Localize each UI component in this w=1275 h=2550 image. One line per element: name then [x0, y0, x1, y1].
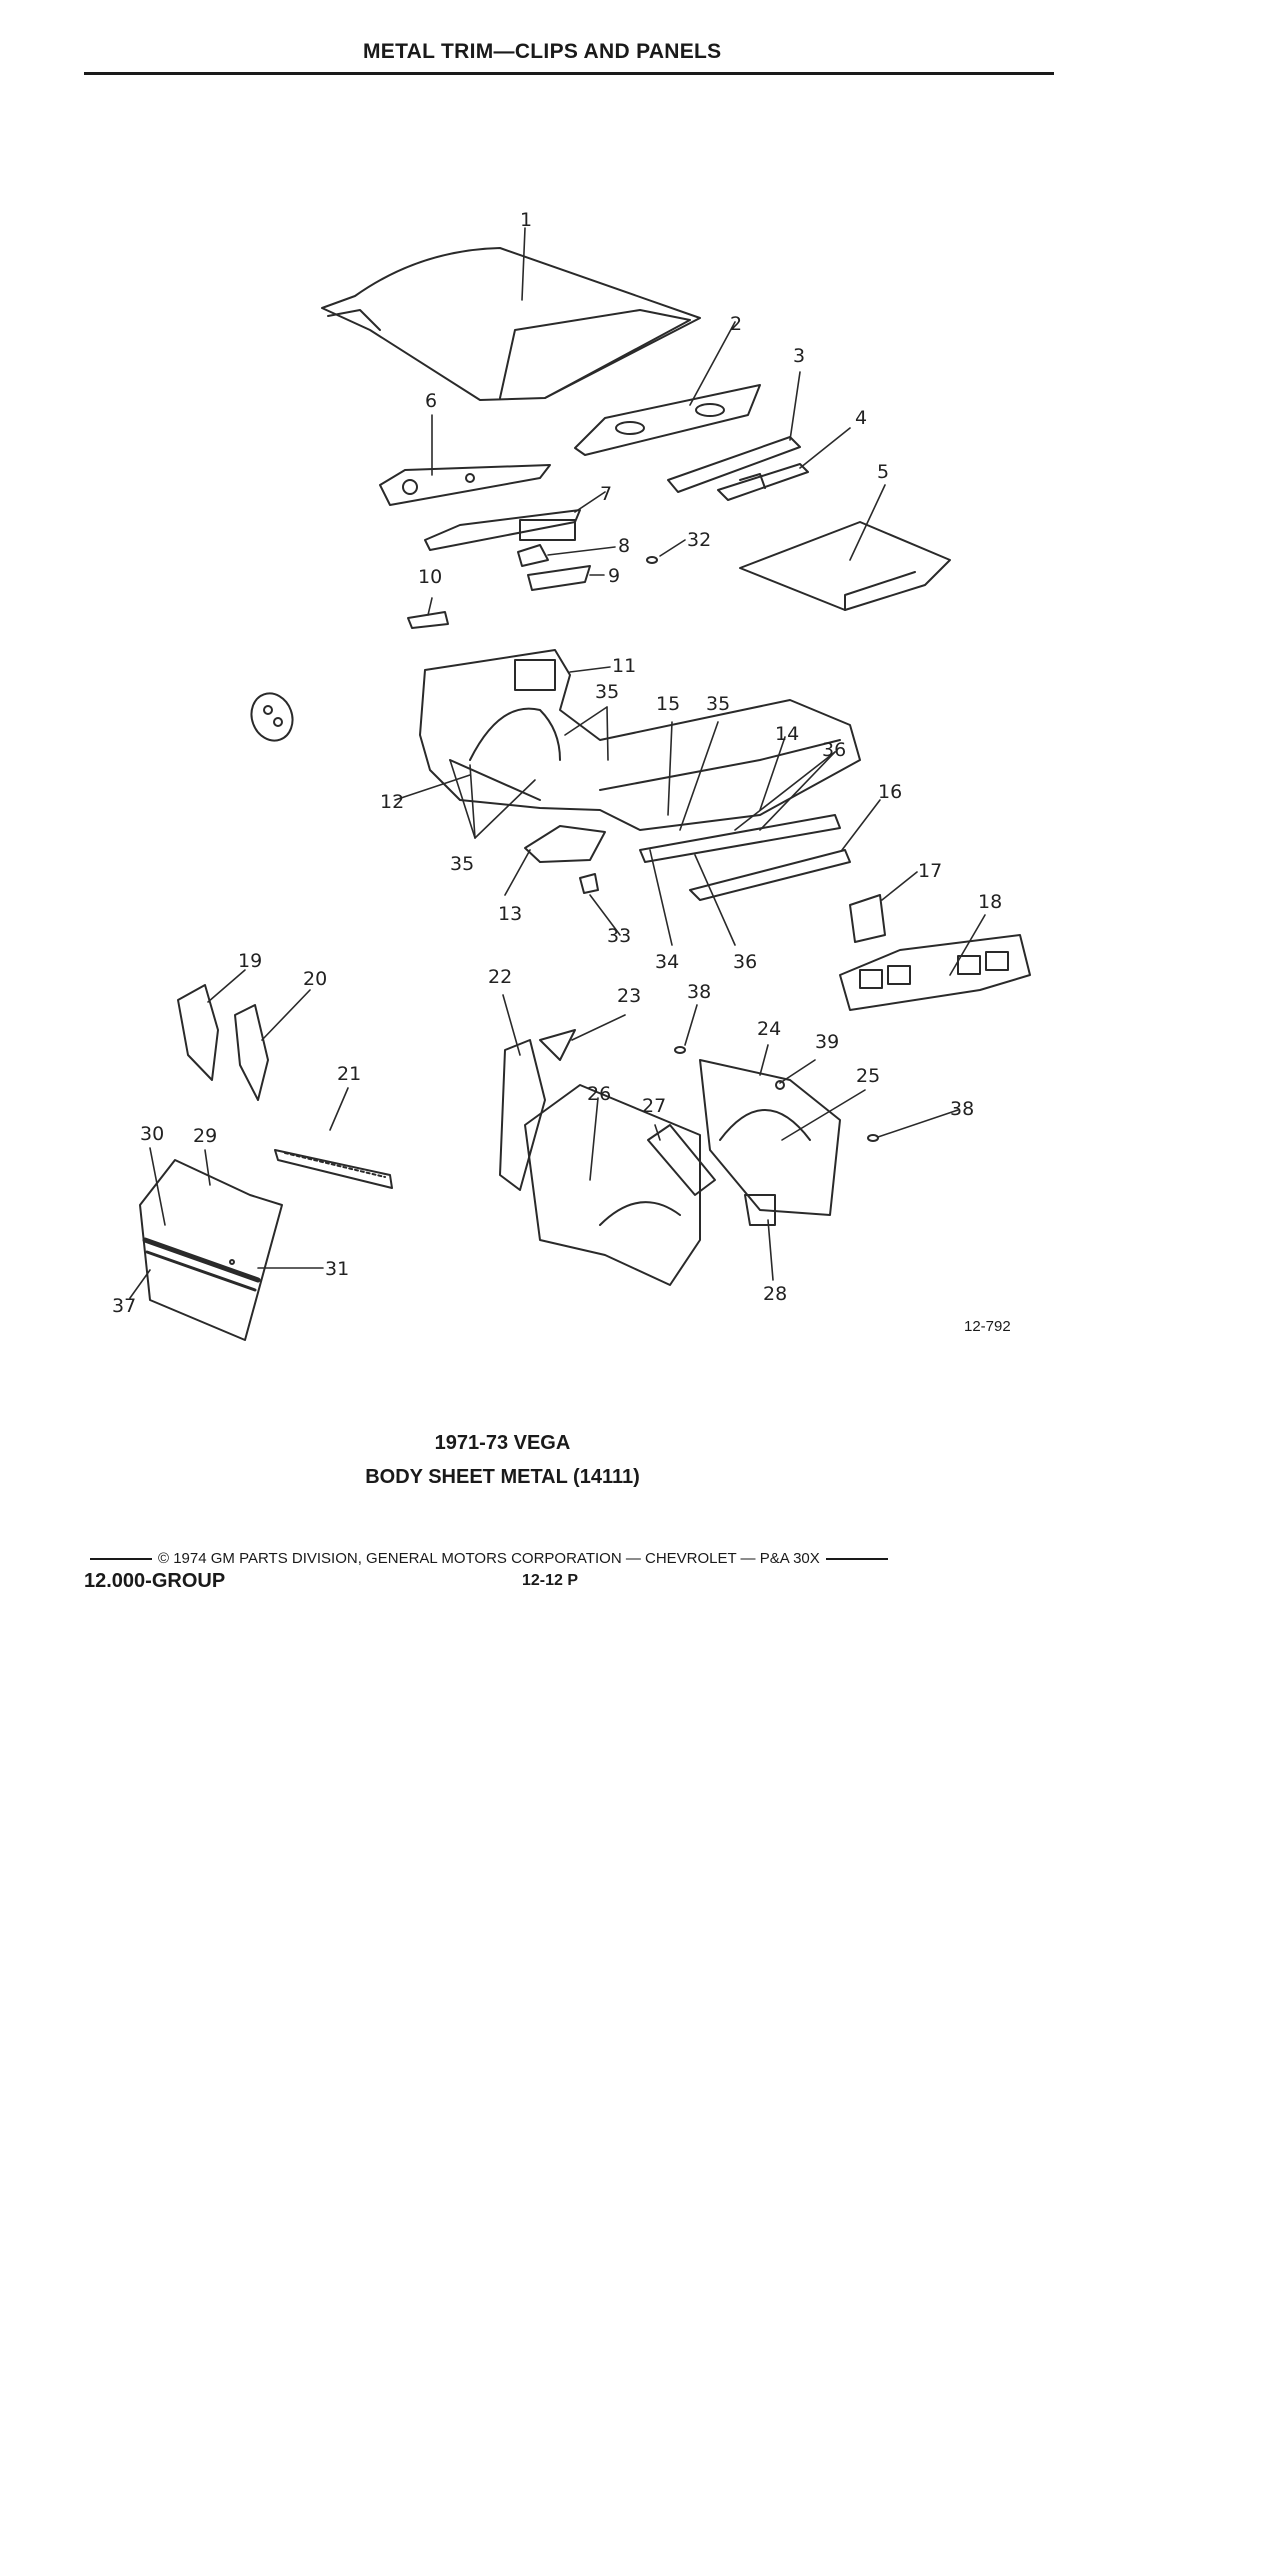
page-title: METAL TRIM—CLIPS AND PANELS [363, 40, 722, 63]
seat-bracket [524, 825, 606, 863]
callout-9: 9 [608, 565, 620, 587]
plug-35 [250, 692, 294, 742]
callout-31: 31 [325, 1258, 349, 1280]
clip-38-b [867, 1134, 879, 1142]
footer-rule-right [825, 1558, 888, 1561]
bracket-27 [647, 1124, 716, 1196]
bracket-4 [717, 463, 809, 501]
callout-21: 21 [337, 1063, 361, 1085]
callout-37: 37 [112, 1295, 136, 1317]
callout-10: 10 [418, 566, 442, 588]
callout-20: 20 [303, 968, 327, 990]
footer-rule-left [90, 1558, 152, 1561]
clip-38-a [674, 1046, 686, 1054]
roof-side-rail [379, 464, 551, 506]
callout-18: 18 [978, 891, 1002, 913]
clip-10 [407, 611, 449, 629]
callout-35-b: 35 [706, 693, 730, 715]
callout-5: 5 [877, 461, 889, 483]
callout-33: 33 [607, 925, 631, 947]
callout-11: 11 [612, 655, 636, 677]
caption-model: 1971-73 VEGA [434, 1432, 571, 1454]
gusset-20 [234, 1004, 269, 1101]
bracket-17 [849, 894, 886, 943]
page-number: 12-12 P [522, 1572, 579, 1589]
callout-6: 6 [425, 390, 437, 412]
callout-22: 22 [488, 966, 512, 988]
bracket-8 [517, 544, 549, 567]
callout-24: 24 [757, 1018, 781, 1040]
leader-lines [129, 227, 986, 1299]
quarter-panel [524, 1084, 701, 1286]
callout-14: 14 [775, 723, 799, 745]
callout-7: 7 [600, 483, 612, 505]
rear-end-panel [839, 934, 1031, 1011]
callout-29: 29 [193, 1125, 217, 1147]
windshield-header [424, 509, 581, 551]
callout-3: 3 [793, 345, 805, 367]
callout-38-a: 38 [687, 981, 711, 1003]
group-label: 12.000-GROUP [84, 1570, 226, 1592]
clip-32 [646, 556, 658, 564]
callout-34: 34 [655, 951, 679, 973]
footer-copyright-line: © 1974 GM PARTS DIVISION, GENERAL MOTORS… [84, 1550, 1034, 1567]
callout-28: 28 [763, 1283, 787, 1305]
callout-labels: 1 2 3 4 5 6 7 8 32 9 10 11 35 15 35 14 3… [112, 209, 1002, 1317]
rear-rail [667, 436, 801, 493]
callout-32: 32 [687, 529, 711, 551]
callout-39: 39 [815, 1031, 839, 1053]
callout-4: 4 [855, 407, 867, 429]
roof-panel [321, 247, 701, 401]
figure-id: 12-792 [964, 1318, 1011, 1335]
floor-pan [419, 649, 861, 831]
callout-16: 16 [878, 781, 902, 803]
trunk-floor-panel [739, 521, 951, 611]
callout-35-c: 35 [450, 853, 474, 875]
clip-39 [775, 1080, 785, 1090]
wheelhouse [699, 1059, 841, 1216]
callout-36-b: 36 [733, 951, 757, 973]
callout-35-a: 35 [595, 681, 619, 703]
callout-19: 19 [238, 950, 262, 972]
rocker-molding [274, 1149, 393, 1189]
bracket-33 [579, 873, 599, 894]
callout-38-b: 38 [950, 1098, 974, 1120]
rear-header-panel [574, 384, 761, 456]
pillar-22 [499, 1039, 546, 1191]
callout-23: 23 [617, 985, 641, 1007]
door-panel [139, 1159, 283, 1341]
floor-sill [639, 814, 841, 863]
rear-sill [689, 849, 851, 901]
callout-8: 8 [618, 535, 630, 557]
callout-36-a: 36 [822, 739, 846, 761]
callout-2: 2 [730, 313, 742, 335]
gusset-19 [177, 984, 219, 1081]
header-rule [84, 72, 1054, 75]
callout-27: 27 [642, 1095, 666, 1117]
callout-30: 30 [140, 1123, 164, 1145]
callout-25: 25 [856, 1065, 880, 1087]
pillar-23 [539, 1029, 576, 1061]
callout-12: 12 [380, 791, 404, 813]
caption-section: BODY SHEET METAL (14111) [365, 1466, 640, 1488]
callout-13: 13 [498, 903, 522, 925]
callout-1: 1 [520, 209, 532, 231]
footer-copyright: © 1974 GM PARTS DIVISION, GENERAL MOTORS… [158, 1550, 820, 1567]
callout-26: 26 [587, 1083, 611, 1105]
exploded-parts-diagram: 1 2 3 4 5 6 7 8 32 9 10 11 35 15 35 14 3… [112, 209, 1031, 1341]
callout-17: 17 [918, 860, 942, 882]
callout-15: 15 [656, 693, 680, 715]
bracket-9 [527, 565, 591, 591]
bracket-28 [744, 1194, 776, 1226]
